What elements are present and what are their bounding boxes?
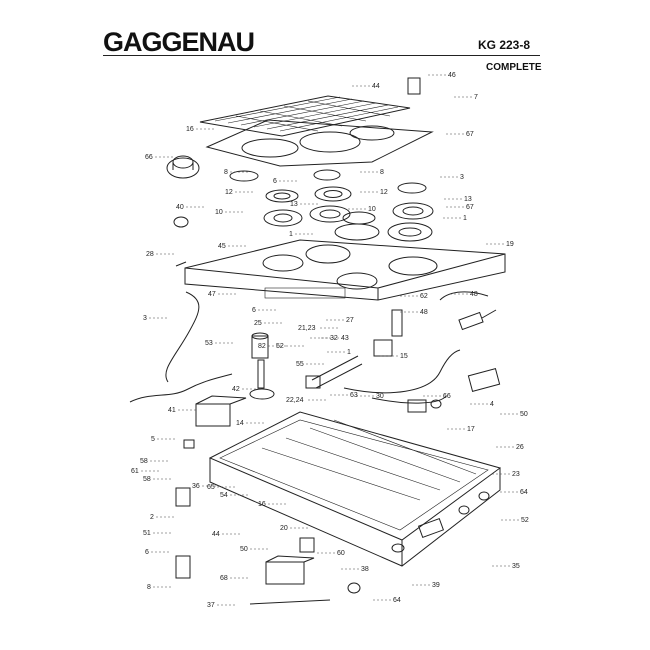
part-number-label: 13 (290, 201, 298, 208)
part-number-label: 66 (145, 154, 153, 161)
part-number-label: 28 (146, 251, 154, 258)
gas-pipe-left (129, 291, 233, 403)
part-number-label: 25 (254, 320, 262, 327)
part-number-label: 19 (506, 241, 514, 248)
part-number-label: 6 (145, 549, 149, 556)
part-number-label: 3 (460, 174, 464, 181)
part-number-label: 13 (464, 196, 472, 203)
part-number-label: 27 (346, 317, 354, 324)
part-number-label: 45 (218, 243, 226, 250)
base-pan (208, 411, 502, 567)
part-number-label: 35 (512, 563, 520, 570)
part-number-label: 37 (207, 602, 215, 609)
part-number-label: 8 (224, 169, 228, 176)
brand-logo: GAGGENAU (103, 27, 255, 57)
part-number-label: 6 (252, 307, 256, 314)
part-number-label: 10 (215, 209, 223, 216)
part-number-label: 32 (330, 335, 338, 342)
part-number-label: 42 (232, 386, 240, 393)
part-number-label: 8 (147, 584, 151, 591)
part-number-label: 61 (131, 468, 139, 475)
part-number-label: 51 (143, 530, 151, 537)
part-number-label: 64 (393, 597, 401, 604)
part-number-label: 17 (467, 426, 475, 433)
part-number-label: 44 (372, 83, 380, 90)
part-number-label: 63 (350, 392, 358, 399)
part-number-label: 62 (420, 293, 428, 300)
burner-rings (173, 205, 433, 242)
part-number-label: 41 (168, 407, 176, 414)
part-number-label: 46 (448, 72, 456, 79)
part-number-label: 6 (273, 178, 277, 185)
part-number-label: 30 (376, 393, 384, 400)
part-number-label: 23 (512, 471, 520, 478)
part-number-label: 64 (520, 489, 528, 496)
part-number-label: 1 (289, 231, 293, 238)
variant-label: COMPLETE (486, 62, 542, 73)
part-number-label: 50 (520, 411, 528, 418)
part-number-label: 52 (276, 343, 284, 350)
part-number-label: 22,24 (286, 397, 304, 404)
part-number-label: 54 (220, 492, 228, 499)
part-number-label: 10 (368, 206, 376, 213)
knob-part (166, 155, 200, 179)
grate-part (199, 95, 411, 137)
part-number-label: 16 (186, 126, 194, 133)
gas-pipe-right (343, 349, 461, 404)
model-number: KG 223-8 (478, 38, 531, 52)
header-rule (103, 55, 540, 56)
part-number-label: 26 (516, 444, 524, 451)
part-number-label: 44 (212, 531, 220, 538)
part-number-label: 5 (151, 436, 155, 443)
part-number-label: 48 (470, 291, 478, 298)
part-number-label: 67 (466, 204, 474, 211)
part-number-label: 50 (240, 546, 248, 553)
part-number-label: 2 (150, 514, 154, 521)
part-number-label: 58 (143, 476, 151, 483)
part-number-label: 14 (236, 420, 244, 427)
part-number-label: 7 (474, 94, 478, 101)
burner-caps (229, 169, 434, 225)
cooktop-top-plate (175, 239, 506, 301)
small-parts (175, 77, 501, 605)
part-number-label: 52 (521, 517, 529, 524)
pan-support-part (205, 119, 434, 167)
part-number-label: 48 (420, 309, 428, 316)
part-number-label: 1 (347, 349, 351, 356)
part-number-label: 58 (140, 458, 148, 465)
part-number-label: 68 (220, 575, 228, 582)
gas-valve-assembly (249, 309, 403, 400)
part-number-label: 20 (280, 525, 288, 532)
part-number-label: 40 (176, 204, 184, 211)
power-cord (439, 291, 497, 331)
part-number-label: 8 (380, 169, 384, 176)
part-number-label: 67 (466, 131, 474, 138)
part-number-label: 82 (258, 343, 266, 350)
part-number-label: 65 (207, 484, 215, 491)
part-number-label: 15 (400, 353, 408, 360)
part-number-label: 1 (463, 215, 467, 222)
part-number-label: 4 (490, 401, 494, 408)
part-number-label: 36 (192, 483, 200, 490)
part-number-label: 12 (225, 189, 233, 196)
part-number-label: 38 (361, 566, 369, 573)
part-number-label: 16 (258, 501, 266, 508)
part-number-label: 39 (432, 582, 440, 589)
part-number-label: 47 (208, 291, 216, 298)
part-number-label: 3 (143, 315, 147, 322)
part-number-label: 53 (205, 340, 213, 347)
part-number-label: 12 (380, 189, 388, 196)
part-number-label: 21,23 (298, 325, 316, 332)
part-number-label: 55 (296, 361, 304, 368)
part-number-label: 66 (443, 393, 451, 400)
part-number-label: 43 (341, 335, 349, 342)
part-number-label: 60 (337, 550, 345, 557)
